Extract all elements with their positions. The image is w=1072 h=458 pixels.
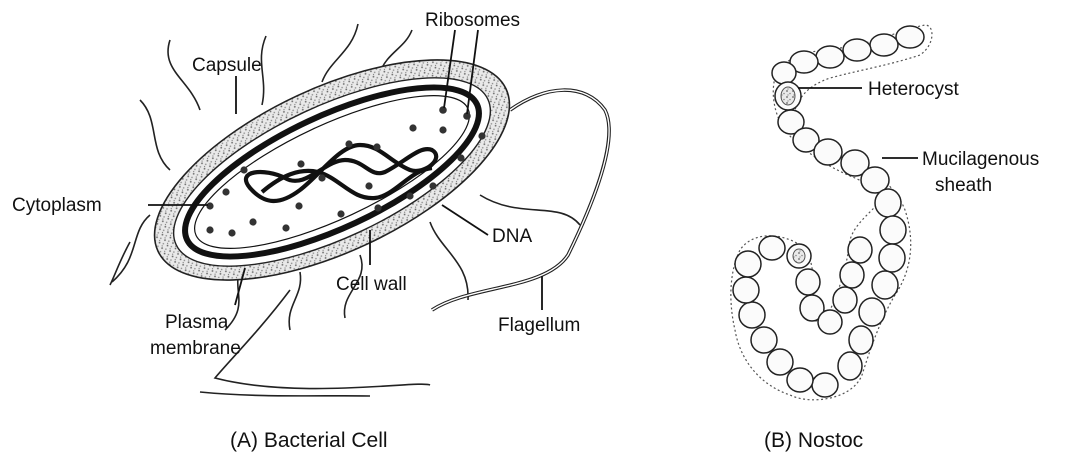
label-dna: DNA <box>492 226 532 247</box>
label-cell-wall: Cell wall <box>336 274 407 295</box>
bacterial-cell-illustration: Ribosomes Capsule Cytoplasm DNA Cell wal… <box>12 10 609 452</box>
label-plasma-membrane-line2: membrane <box>150 338 241 359</box>
label-mucilagenous-line2: sheath <box>935 175 992 196</box>
caption-bacterial-cell: (A) Bacterial Cell <box>230 429 388 452</box>
nostoc-illustration: Heterocyst Mucilagenous sheath (B) Nosto… <box>731 25 1039 452</box>
label-cytoplasm: Cytoplasm <box>12 195 102 216</box>
caption-nostoc: (B) Nostoc <box>764 429 863 452</box>
label-plasma-membrane-line1: Plasma <box>165 312 229 333</box>
label-mucilagenous-line1: Mucilagenous <box>922 149 1039 170</box>
label-ribosomes: Ribosomes <box>425 10 520 31</box>
label-flagellum: Flagellum <box>498 315 580 336</box>
label-capsule: Capsule <box>192 55 262 76</box>
label-heterocyst: Heterocyst <box>868 79 960 100</box>
